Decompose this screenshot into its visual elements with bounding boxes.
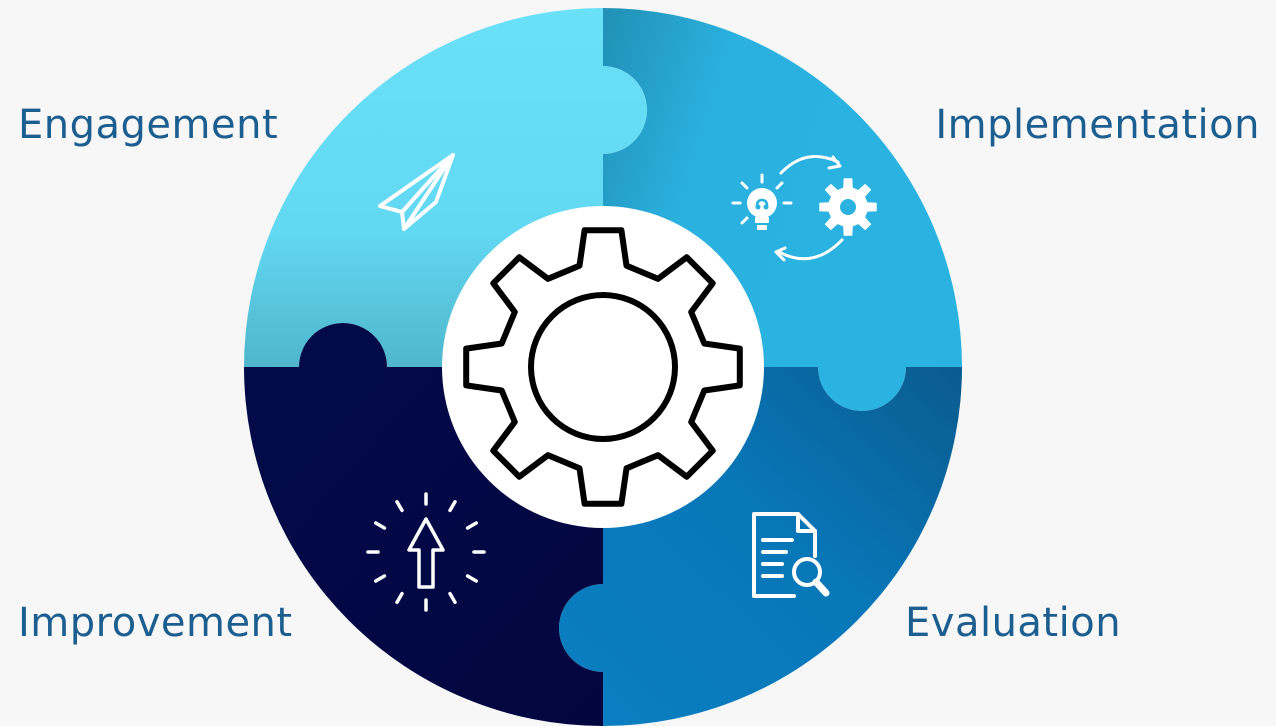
label-improvement: Improvement — [18, 600, 293, 646]
document-search-icon — [752, 512, 830, 598]
gear-icon — [463, 227, 743, 507]
burst-ray — [448, 500, 457, 513]
burst-ray — [395, 500, 404, 513]
idea-to-gear-cycle-icon — [731, 155, 877, 262]
burst-ray — [374, 521, 387, 530]
arrow-up-burst-icon — [366, 492, 486, 612]
label-implementation: Implementation — [935, 102, 1260, 148]
label-evaluation: Evaluation — [905, 600, 1122, 646]
paper-plane-icon — [378, 153, 455, 231]
burst-ray — [374, 574, 387, 583]
burst-ray — [448, 591, 457, 604]
label-engagement: Engagement — [18, 102, 279, 148]
burst-ray — [465, 574, 478, 583]
center-disc — [442, 206, 764, 528]
burst-ray — [465, 521, 478, 530]
burst-ray — [395, 591, 404, 604]
